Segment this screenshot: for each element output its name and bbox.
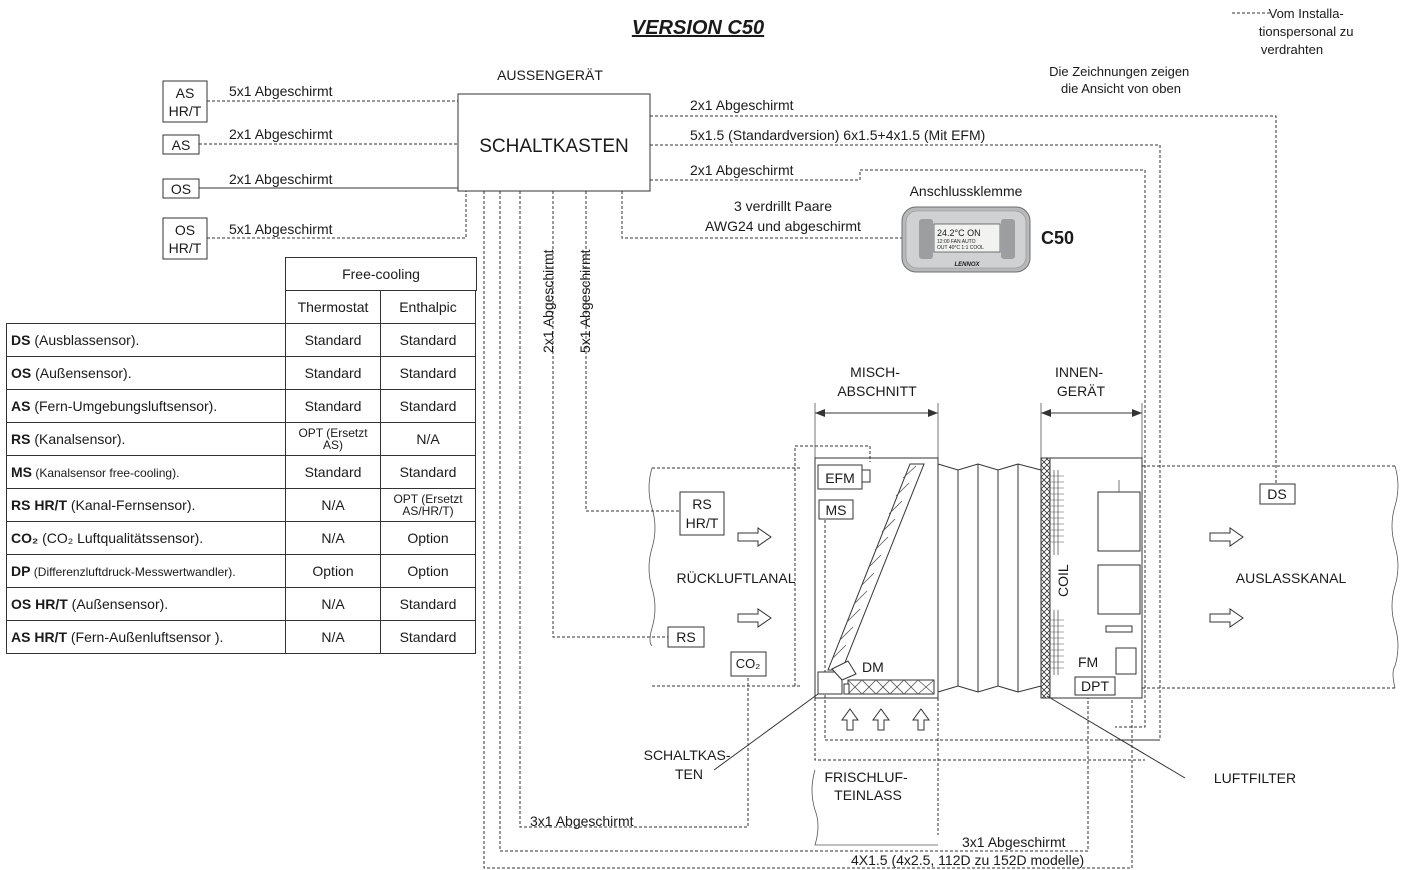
cable-rs-hrt <box>585 191 680 512</box>
sensor-os-hrt: OS HR/T <box>162 217 208 260</box>
terminal-model: C50 <box>1041 228 1074 248</box>
table-row: RS (Kanalsensor). OPT (Ersetzt AS)N/A <box>6 422 476 456</box>
cable-os: 2x1 Abgeschirmt <box>229 171 333 187</box>
svg-text:LENNOX: LENNOX <box>954 262 980 268</box>
rs-hrt-label-1: RS <box>692 496 711 512</box>
cable-bottom3-label: 4X1.5 (4x2.5, 112D zu 152D modelle) <box>851 852 1084 868</box>
svg-text:OS: OS <box>171 181 191 197</box>
cable-ds <box>650 115 1277 484</box>
cable-os-hrt: 5x1 Abgeschirmt <box>229 221 333 237</box>
outdoor-unit-label: AUSSENGERÄT <box>497 67 603 83</box>
fan-upper <box>1097 491 1141 552</box>
fm-label: FM <box>1078 654 1098 670</box>
rs-hrt-label-2: HR/T <box>686 515 719 531</box>
cable-v1-label: 2x1 Abgeschirmt <box>540 249 556 353</box>
ms-sensor <box>818 499 854 520</box>
svg-text:HR/T: HR/T <box>169 240 202 256</box>
cable-terminal-label-2: AWG24 und abgeschirmt <box>705 218 861 234</box>
air-filter-label: LUFTFILTER <box>1214 770 1296 786</box>
svg-text:HR/T: HR/T <box>169 103 202 119</box>
cable-rs <box>552 191 668 638</box>
sensor-table: Thermostat Enthalpic DS (Ausblassensor).… <box>6 290 476 654</box>
fan-lower <box>1097 564 1141 615</box>
cable-co2 <box>519 191 749 828</box>
table-row: DP (Differenzluftdruck-Messwertwandler).… <box>6 554 476 588</box>
sensor-os: OS <box>162 178 200 199</box>
flex-connector <box>937 463 1042 693</box>
cable-fm <box>499 191 1089 852</box>
fresh-air-label: FRISCHLUF- TEINLASS <box>824 769 911 803</box>
svg-text:OUT 40°C 1:1 COOL: OUT 40°C 1:1 COOL <box>937 245 984 251</box>
col-enthalpic: Enthalpic <box>380 290 476 324</box>
ds-label: DS <box>1267 486 1286 502</box>
control-box-label: SCHALTKASTEN <box>479 136 629 157</box>
svg-text:12:00 FAN AUTO: 12:00 FAN AUTO <box>937 239 976 245</box>
flow-arrows <box>737 527 1244 731</box>
cable-dpt-label: 2x1 Abgeschirmt <box>690 162 794 178</box>
legend-note: Vom Installa- tionspersonal zu verdrahte… <box>1259 6 1357 57</box>
dpt-sensor <box>1074 676 1116 696</box>
co2-label: CO₂ <box>736 656 761 671</box>
free-cooling-header: Free-cooling <box>285 257 477 291</box>
cable-terminal <box>621 191 902 239</box>
dm-label: DM <box>862 659 884 675</box>
control-box <box>457 93 651 192</box>
cable-bottom1-label: 3x1 Abgeschirmt <box>530 813 634 829</box>
view-note: Die Zeichnungen zeigen die Ansicht von o… <box>1049 64 1193 96</box>
sensor-as-hrt: AS HR/T <box>162 80 208 123</box>
air-filter <box>1040 457 1051 699</box>
svg-text:AS: AS <box>176 85 195 101</box>
coil <box>1053 470 1059 675</box>
cable-as: 2x1 Abgeschirmt <box>229 126 333 142</box>
dpt-label: DPT <box>1081 678 1109 694</box>
rs-label: RS <box>676 629 695 645</box>
ms-label: MS <box>826 502 847 518</box>
cable-mains <box>483 191 1133 869</box>
indoor-unit-label: INNEN- GERÄT <box>1055 364 1107 399</box>
rs-hrt-sensor <box>679 491 725 536</box>
supply-duct-label: AUSLASSKANAL <box>1236 570 1347 586</box>
efm-label: EFM <box>825 470 855 486</box>
cable-dpt <box>650 169 1146 728</box>
svg-text:AS: AS <box>172 137 191 153</box>
fan-motor <box>1115 647 1137 675</box>
cable-v2-label: 5x1 Abgeschirmt <box>577 249 593 353</box>
damper-motor <box>831 660 857 681</box>
ds-sensor <box>1259 483 1296 505</box>
small-control-box-label: SCHALTKAS- TEN <box>644 747 735 782</box>
co2-sensor <box>730 651 767 677</box>
cable-ds-label: 2x1 Abgeschirmt <box>690 97 794 113</box>
diagram-title: VERSION C50 <box>632 17 764 39</box>
small-control-box <box>817 671 843 695</box>
return-duct-label: RÜCKLUFTLANAL <box>676 569 795 586</box>
cable-terminal-label-1: 3 verdrillt Paare <box>734 198 832 214</box>
rs-sensor <box>667 626 705 648</box>
coil-label: COIL <box>1055 564 1071 597</box>
col-thermostat: Thermostat <box>285 290 381 324</box>
svg-text:OS: OS <box>175 222 195 238</box>
terminal-label: Anschlussklemme <box>910 183 1023 199</box>
svg-text:24.2°C ON: 24.2°C ON <box>937 228 981 238</box>
cable-power-label: 5x1.5 (Standardversion) 6x1.5+4x1.5 (Mit… <box>690 127 985 143</box>
sensor-as: AS <box>162 134 200 155</box>
cable-as-hrt: 5x1 Abgeschirmt <box>229 83 333 99</box>
mixing-section-label: MISCH- ABSCHNITT <box>837 364 917 399</box>
cable-bottom2-label: 3x1 Abgeschirmt <box>962 834 1066 850</box>
terminal-device: 24.2°C ON 12:00 FAN AUTO OUT 40°C 1:1 CO… <box>901 206 1031 273</box>
